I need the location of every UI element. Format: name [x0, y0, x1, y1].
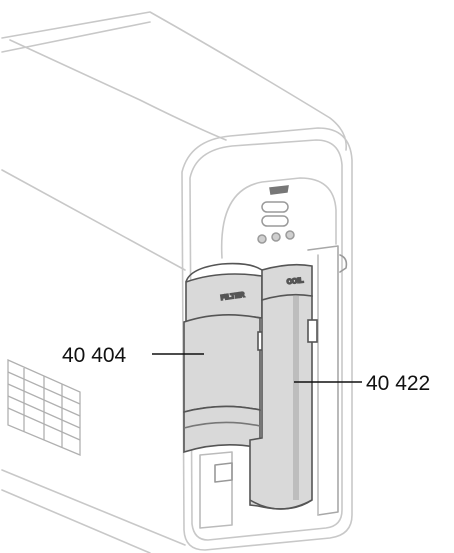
display-slot-lower [261, 215, 289, 227]
filter-cartridge-text: FILTER [220, 292, 245, 302]
display-slot-upper [261, 201, 289, 213]
right-latch [339, 254, 348, 273]
housing-side-upper-line [1, 169, 186, 271]
housing-bottom-edge [1, 489, 151, 553]
housing-top-panel [9, 39, 227, 141]
filter-cartridge: FILTER [183, 262, 271, 454]
control-panel [257, 185, 295, 244]
button-3 [285, 230, 295, 240]
lower-compartment-post [214, 462, 233, 483]
front-bezel-inner [189, 139, 343, 541]
lower-compartment [199, 451, 233, 529]
callout-label-coil: 40 422 [366, 372, 430, 395]
front-bezel-outer [181, 127, 353, 551]
cartridge-cavity [307, 245, 339, 516]
filter-cartridge-band [183, 405, 261, 454]
button-1 [257, 234, 267, 244]
callouts: 40 404 40 422 [62, 344, 430, 395]
button-2 [271, 232, 281, 242]
filter-cartridge-body [183, 314, 261, 414]
coil-bottom [249, 499, 313, 510]
callout-label-filter: 40 404 [62, 344, 127, 367]
coil-clip [307, 319, 318, 343]
filter-top-curve [185, 262, 263, 283]
vent-grille [7, 358, 81, 456]
housing-top-surface [1, 11, 347, 151]
housing-side-lower-line [1, 469, 186, 546]
coil-cartridge-text: COIL [286, 277, 304, 286]
coil-cartridge: COIL [249, 263, 318, 510]
control-panel-dome [220, 177, 337, 259]
housing-top-inner-line [1, 21, 151, 53]
filter-band-shade [183, 421, 261, 429]
device-housing [1, 11, 353, 553]
indicator-light [269, 185, 289, 195]
